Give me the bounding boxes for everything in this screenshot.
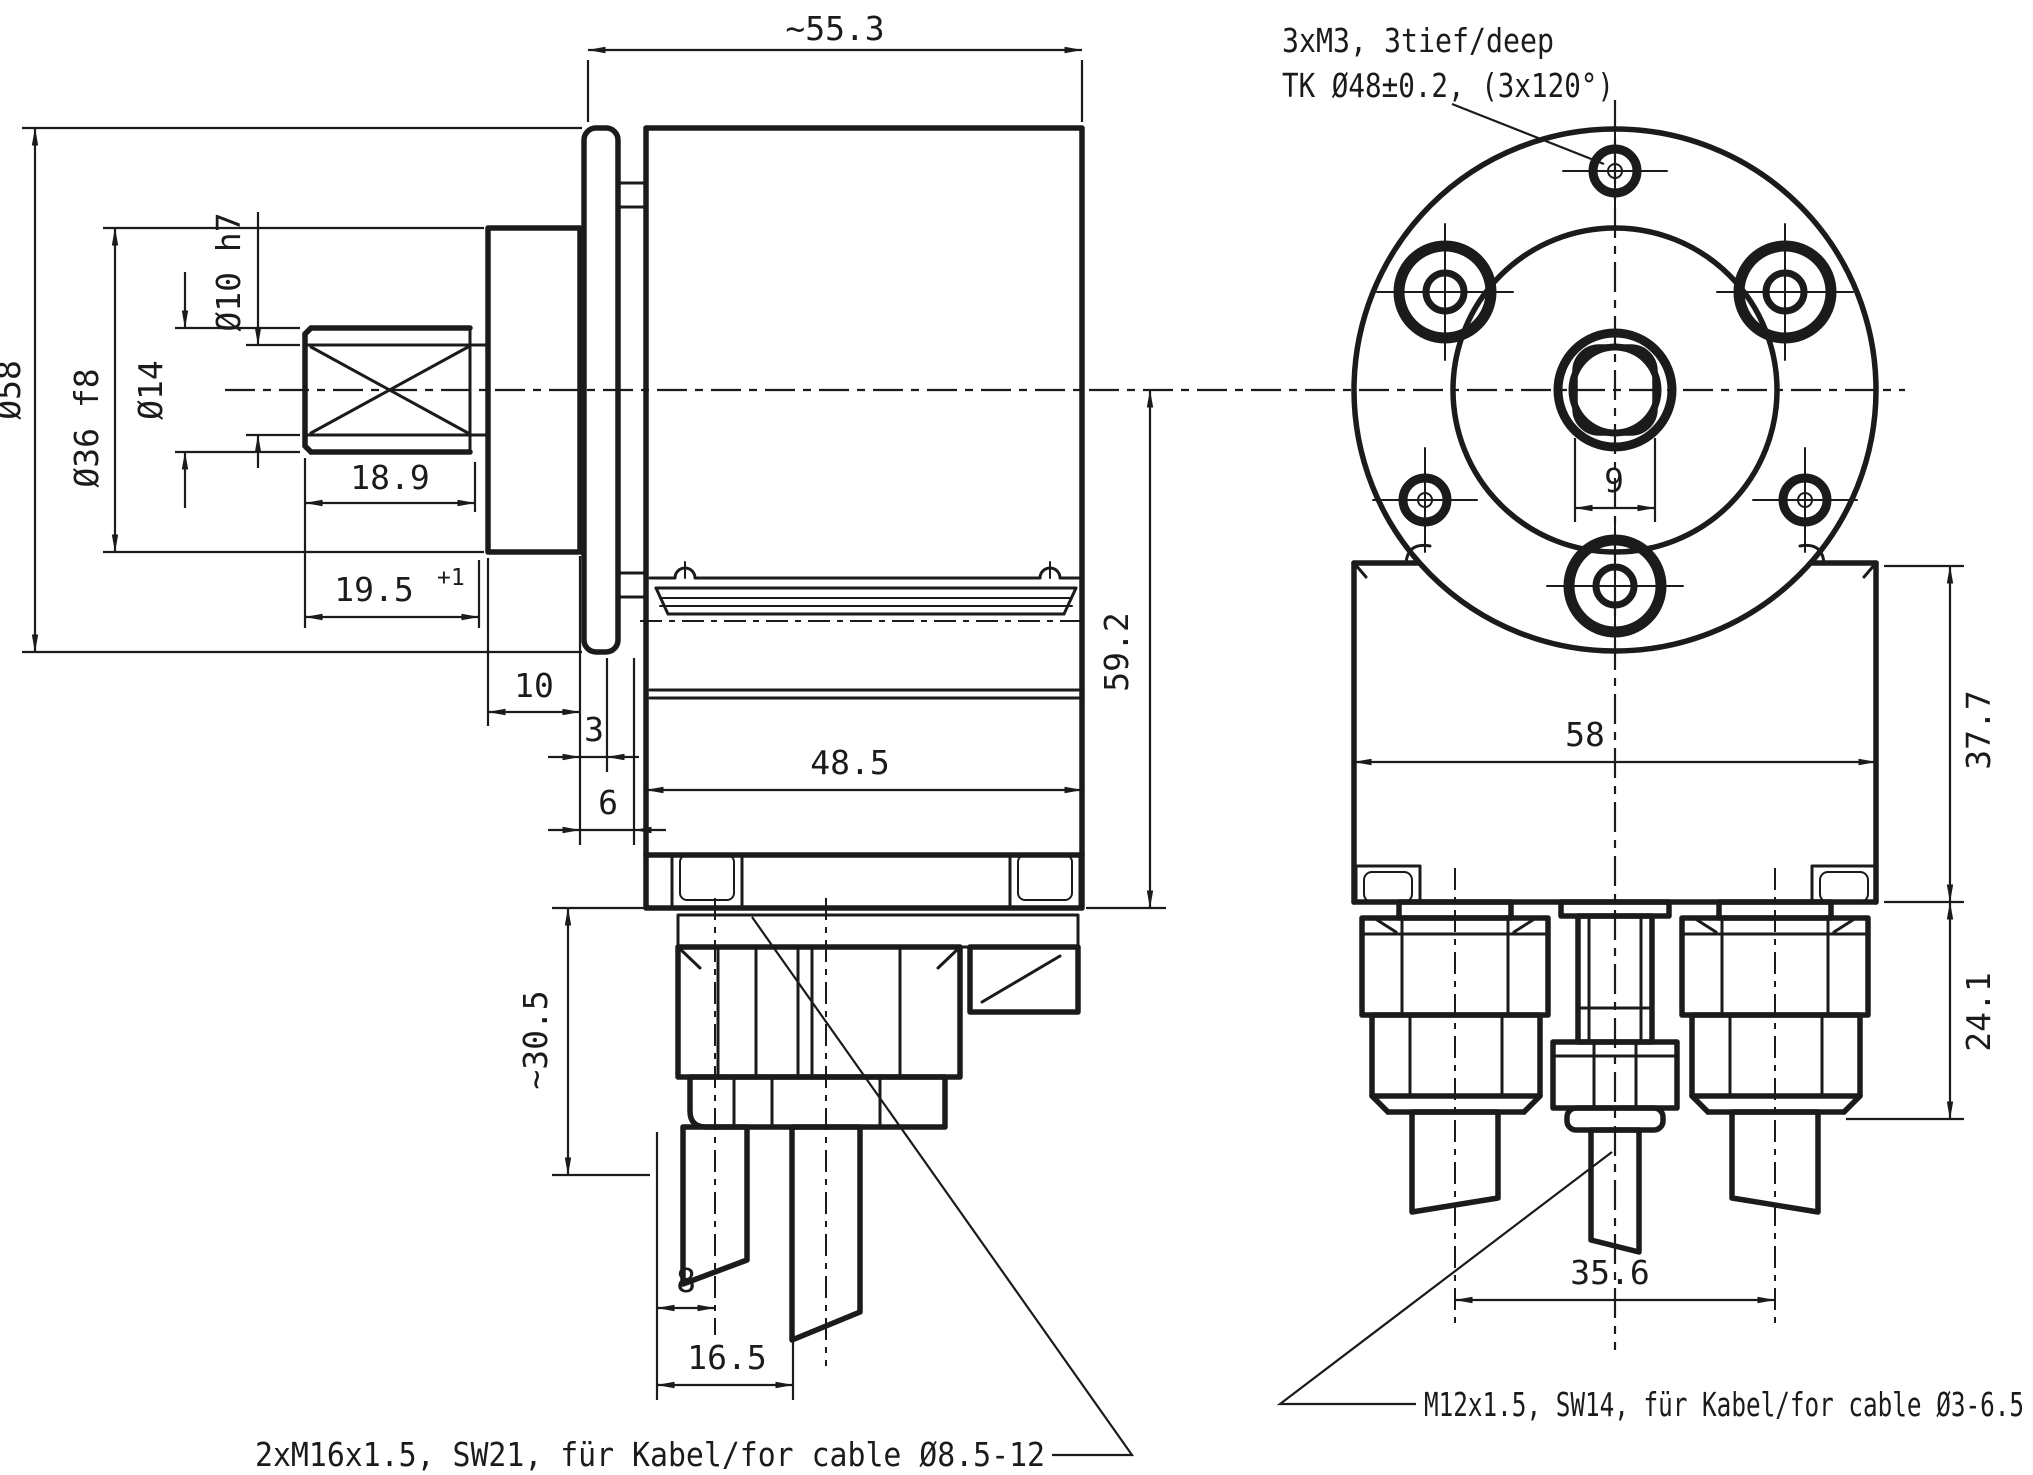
- dim-shaft-length: 18.9: [303, 458, 477, 628]
- note-m16: 2xM16x1.5, SW21, für Kabel/for cable Ø8.…: [255, 1435, 1045, 1474]
- dim-shaft-length-label: 18.9: [350, 458, 429, 497]
- flange-plate: [581, 125, 621, 655]
- m3-hole: [1562, 118, 1668, 224]
- dim-pilot-diameter: Ø36 f8: [67, 226, 484, 554]
- dim-pilot-diameter-label: Ø36 f8: [67, 368, 106, 487]
- cable-stub: [680, 1124, 750, 1287]
- clamp-ear: [1404, 543, 1432, 565]
- counterbore-hole: [1716, 223, 1854, 361]
- dim-gland-height-label: 24.1: [1959, 972, 1998, 1051]
- shaft: [302, 325, 490, 455]
- m12-gland: [1550, 899, 1680, 1255]
- note-m12: M12x1.5, SW14, für Kabel/for cable Ø3-6.…: [1424, 1385, 2024, 1424]
- dim-cable-offset-2-label: 16.5: [687, 1338, 766, 1377]
- dim-axis-to-bottom: 59.2: [1086, 389, 1166, 910]
- mounting-groove: [640, 561, 1086, 700]
- dim-axis-to-bottom-label: 59.2: [1097, 612, 1136, 691]
- dim-flange-diameter-label: Ø58: [0, 360, 28, 420]
- dim-body-depth-label: 48.5: [810, 743, 889, 782]
- cable-stub: [1729, 1109, 1821, 1215]
- dim-cable-offset-2: 16.5: [656, 1338, 795, 1400]
- dim-gland-protrusion: ~30.5: [516, 906, 650, 1177]
- dim-body-depth: 48.5: [645, 743, 1083, 794]
- annotations: 3xM3, 3tief/deep TK Ø48±0.2, (3x120°) 2x…: [255, 21, 2024, 1474]
- counterbore-hole: [1376, 223, 1514, 361]
- dim-shaft-diameter-label: Ø14: [131, 360, 170, 420]
- front-view: 9 58 37.7 24.1 35.6: [1351, 100, 1998, 1350]
- m3-leader-line: [1451, 102, 1605, 166]
- base-feet: [643, 852, 1085, 910]
- pilot-hub: [485, 225, 583, 555]
- dim-body-height-label: 37.7: [1959, 690, 1998, 769]
- dim-gland-spacing-label: 35.6: [1570, 1253, 1649, 1292]
- cable-stub: [1409, 1109, 1501, 1215]
- dim-body-width-label: 58: [1565, 715, 1605, 754]
- counterbore-hole: [1546, 517, 1684, 655]
- m3-hole: [1372, 447, 1478, 553]
- dim-step-6: 6: [548, 658, 666, 845]
- dim-shaft-end-diameter: Ø10 h7: [209, 212, 300, 468]
- dim-shaft-length-tolerance-label: +1: [437, 565, 465, 591]
- m16-leader-line: [751, 916, 1135, 1457]
- dim-shaft-across-flats-label: 9: [1604, 461, 1624, 500]
- dim-cable-offset-1: 8: [655, 1132, 716, 1400]
- shaft-clamp-cross: [309, 345, 470, 435]
- dim-step-3-label: 3: [584, 710, 604, 749]
- m16-gland-right: [1679, 868, 1871, 1325]
- dim-shaft-across-flats: 9: [1573, 438, 1657, 522]
- shaft-bore: [1553, 328, 1677, 452]
- dim-step-6-label: 6: [598, 783, 618, 822]
- dim-body-width: 58: [1353, 715, 1877, 766]
- note-m3-line1: 3xM3, 3tief/deep: [1282, 21, 1554, 60]
- dim-shaft-length-max-label: 19.5: [334, 570, 413, 609]
- dim-pilot-length: 10: [486, 556, 582, 845]
- dim-gland-spacing: 35.6: [1454, 1253, 1776, 1304]
- dim-shaft-length-max: 19.5 +1: [304, 560, 481, 628]
- dim-gland-protrusion-label: ~30.5: [516, 990, 555, 1089]
- note-m3-line2: TK Ø48±0.2, (3x120°): [1282, 66, 1614, 105]
- housing-body: [643, 125, 1085, 911]
- dim-gland-height: 24.1: [1846, 901, 1998, 1121]
- dim-overall-depth-label: ~55.3: [785, 9, 884, 48]
- m3-hole: [1752, 447, 1858, 553]
- dim-overall-depth: ~55.3: [586, 9, 1084, 122]
- dim-body-height: 37.7: [1884, 564, 1998, 904]
- clamp-ear: [1798, 543, 1826, 565]
- rear-gland: [967, 944, 1081, 1015]
- dim-cable-offset-1-label: 8: [676, 1261, 696, 1300]
- dim-shaft-diameter: Ø14: [131, 272, 300, 508]
- dim-flange-diameter: Ø58: [0, 126, 582, 654]
- m12-leader-line: [1276, 1151, 1613, 1406]
- dim-shaft-end-diameter-label: Ø10 h7: [209, 212, 248, 331]
- dim-pilot-length-label: 10: [514, 666, 554, 705]
- side-view: ~55.3 Ø58 Ø36 f8 Ø14 Ø10 h7: [0, 9, 1905, 1400]
- cable-glands-side: [675, 898, 1081, 1366]
- cable-stub: [1588, 1127, 1642, 1255]
- cable-stub: [789, 1124, 863, 1343]
- m16-gland-left: [1359, 868, 1551, 1325]
